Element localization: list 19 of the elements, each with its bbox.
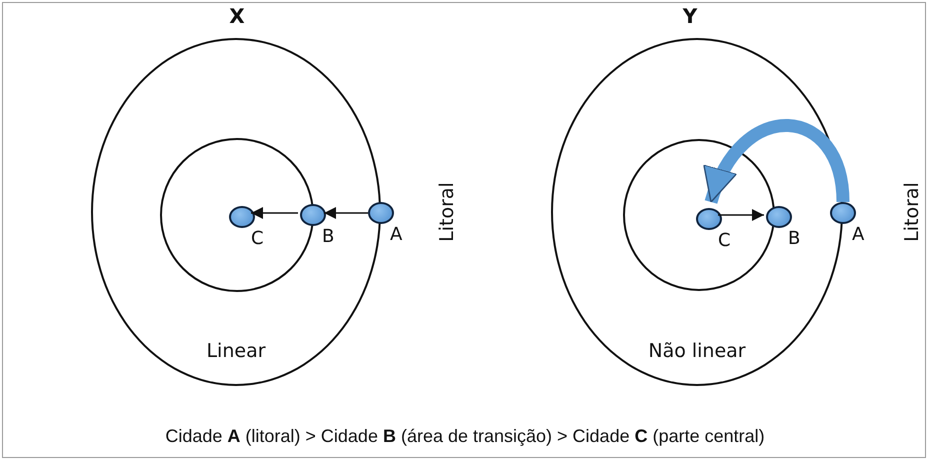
outer-ring [91,38,381,386]
model-label: Linear [205,340,267,362]
zone-label: Litoral [436,182,458,242]
zone-label: Litoral [901,182,923,242]
arrow [718,209,764,221]
outer-ring [551,38,843,386]
point-letter: C [718,230,731,251]
arrow [324,207,368,219]
model-label: Não linear [647,340,747,362]
panel-title: Y [682,4,698,28]
point-letter: B [788,228,800,249]
curved-arrow [704,119,850,204]
arrow [251,207,298,219]
point-letter: A [852,224,864,245]
panel-title: X [229,4,245,28]
caption: Cidade A (litoral) > Cidade B (área de transição) > Cidade C (parte central) [164,426,766,447]
point-letter: C [251,228,264,249]
point-letter: B [322,226,334,247]
point-letter: A [390,224,402,245]
